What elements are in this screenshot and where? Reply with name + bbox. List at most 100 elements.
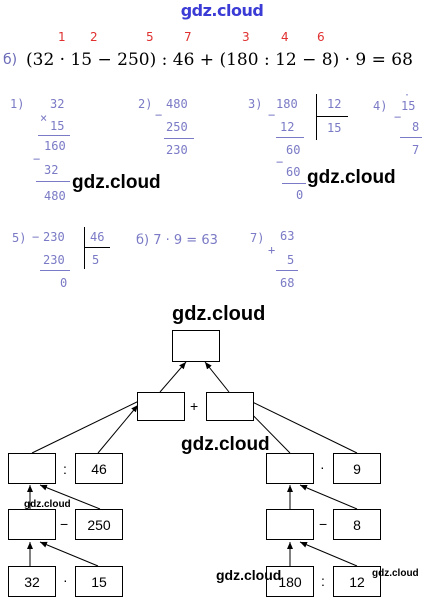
step-label: 3): [248, 97, 263, 111]
order-number: 3: [242, 30, 250, 44]
arrow: [159, 361, 187, 393]
step-number: 250: [166, 120, 188, 134]
arrow: [299, 541, 358, 567]
tree-plus-operator: +: [190, 398, 199, 414]
borrow-dot: ·: [404, 90, 411, 101]
step-number: 12: [327, 97, 342, 111]
tree-division-box: [8, 453, 56, 484]
tree-multiplication-operator: ·: [63, 572, 68, 588]
step-line: [36, 181, 70, 182]
arrow: [299, 484, 358, 510]
step-line: [276, 137, 304, 138]
step-sign: −: [33, 152, 41, 166]
step-line: [164, 138, 194, 139]
arrow: [243, 397, 358, 454]
step-sign: −: [32, 230, 40, 244]
step-number: 12: [280, 120, 295, 134]
step-sign: −: [268, 108, 276, 122]
tree-multiplication-box: [266, 453, 314, 484]
step-number: 63: [280, 229, 295, 243]
tree-operand-box: 12: [333, 566, 381, 597]
tree-operand-box: 180: [266, 566, 314, 597]
order-number: 1: [58, 30, 66, 44]
expression-label: б): [3, 52, 18, 68]
arrow: [39, 484, 101, 510]
step-number: 15: [327, 121, 342, 135]
tree-subtrahend-box-left: 250: [75, 509, 123, 540]
tree-subtraction-box-left: [8, 509, 56, 540]
order-number: 6: [317, 30, 325, 44]
division-bar: [84, 227, 85, 269]
division-bar: [316, 116, 348, 117]
step-number: 8: [412, 120, 420, 134]
tree-multiplier-box: 9: [333, 453, 381, 484]
arrow: [204, 361, 230, 393]
arrow: [39, 541, 99, 567]
arrow: [97, 404, 139, 454]
tree-minus-operator-right: −: [319, 516, 328, 532]
step-number: 46: [90, 230, 105, 244]
step-line: [40, 270, 70, 271]
step-number: 230: [43, 253, 65, 267]
step-number: 60: [286, 143, 301, 157]
step-number: 180: [276, 97, 298, 111]
step-number: 480: [166, 97, 188, 111]
tree-divisor-box: 46: [75, 453, 123, 484]
tree-division-operator: :: [321, 573, 325, 589]
order-number: 4: [281, 30, 289, 44]
step-label: 1): [10, 97, 25, 111]
arrow: [31, 397, 146, 454]
watermark: gdz.cloud: [307, 167, 396, 188]
tree-subtrahend-box-right: 8: [333, 509, 381, 540]
step-line: [276, 270, 298, 271]
step-sign: −: [394, 110, 402, 124]
step-line: [400, 137, 422, 138]
tree-division-operator: :: [63, 461, 67, 477]
step-number: 60: [286, 165, 301, 179]
order-number: 5: [146, 30, 154, 44]
tree-left-sum-box: [137, 392, 185, 421]
step-number: 0: [60, 276, 68, 290]
tree-multiplication-operator: ·: [320, 459, 325, 475]
step-number: 160: [44, 139, 66, 153]
step-number: 32: [50, 97, 65, 111]
step-label: 7): [250, 231, 265, 245]
division-bar: [84, 247, 110, 248]
step-number: 5: [92, 253, 100, 267]
division-bar: [316, 94, 317, 140]
watermark: gdz.cloud: [216, 567, 282, 583]
step-label: 4): [373, 99, 388, 113]
expression: (32 · 15 − 250) : 46 + (180 : 12 − 8) · …: [26, 50, 413, 70]
site-title: gdz.cloud: [180, 1, 264, 20]
step-result: 7: [412, 143, 420, 157]
order-number: 2: [90, 30, 98, 44]
tree-right-sum-box: [206, 392, 254, 421]
step-number: 15: [50, 119, 65, 133]
step-number: 230: [43, 230, 65, 244]
step-line: [282, 183, 306, 184]
watermark: gdz.cloud: [172, 303, 266, 325]
step-sign: −: [276, 155, 284, 169]
step-label: 5): [12, 231, 27, 245]
tree-operand-box: 15: [75, 566, 123, 597]
step-sign: −: [155, 108, 163, 122]
tree-minus-operator-left: −: [60, 516, 69, 532]
step-label: 2): [138, 97, 153, 111]
watermark: gdz.cloud: [72, 172, 161, 193]
watermark: gdz.cloud: [24, 499, 71, 510]
step-equation: б) 7 · 9 = 63: [136, 233, 218, 248]
step-result: 68: [280, 276, 295, 290]
order-number: 7: [184, 30, 192, 44]
tree-operand-box: 32: [8, 566, 56, 597]
step-number: 15: [401, 99, 416, 113]
step-number: 0: [296, 188, 304, 202]
step-sign: +: [268, 243, 276, 257]
step-line: [38, 135, 70, 136]
step-result: 480: [44, 189, 66, 203]
step-sign: ×: [40, 111, 48, 125]
step-number: 32: [44, 163, 59, 177]
tree-root-box: [172, 330, 220, 362]
watermark: gdz.cloud: [181, 434, 270, 455]
step-result: 230: [166, 143, 188, 157]
